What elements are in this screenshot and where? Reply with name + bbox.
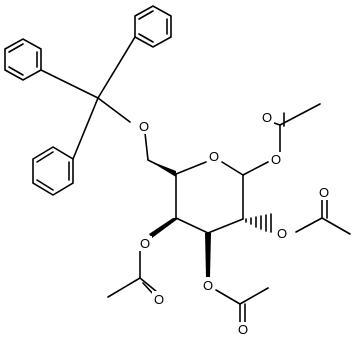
atom-label-c3-carbonyl-o: O bbox=[238, 322, 248, 337]
hashed-bond-c2 bbox=[245, 213, 272, 233]
atom-label-c2-carbonyl-o: O bbox=[319, 185, 329, 200]
atom-label-c1-ester-o: O bbox=[271, 152, 281, 167]
atom-label-ether-o: O bbox=[139, 119, 149, 134]
acetyl-c2 bbox=[245, 198, 351, 235]
trityl-bonds bbox=[40, 36, 136, 160]
wedge-bond-c5 bbox=[148, 160, 176, 177]
wedge-bond-c3 bbox=[205, 233, 211, 277]
ether-linker-bonds bbox=[144, 132, 177, 175]
pyranose-ring bbox=[175, 161, 244, 234]
atom-label-c1-carbonyl-o: O bbox=[262, 110, 272, 125]
phenyl-ring-bottom bbox=[32, 146, 74, 196]
atom-label-c4-carbonyl-o: O bbox=[154, 292, 164, 307]
atom-label-c4-ester-o: O bbox=[140, 236, 150, 251]
acetyl-c3 bbox=[205, 233, 269, 324]
acetyl-c4 bbox=[107, 218, 179, 298]
atom-label-ring-o: O bbox=[209, 149, 219, 164]
oxygen-labels: O O O O O O O O O O bbox=[137, 110, 331, 337]
phenyl-ring-top-right bbox=[134, 5, 172, 48]
phenyl-ring-left bbox=[4, 38, 42, 81]
wedge-bond-c4 bbox=[149, 218, 179, 238]
atom-label-c2-ester-o: O bbox=[277, 226, 287, 241]
atom-label-c3-ester-o: O bbox=[203, 278, 213, 293]
